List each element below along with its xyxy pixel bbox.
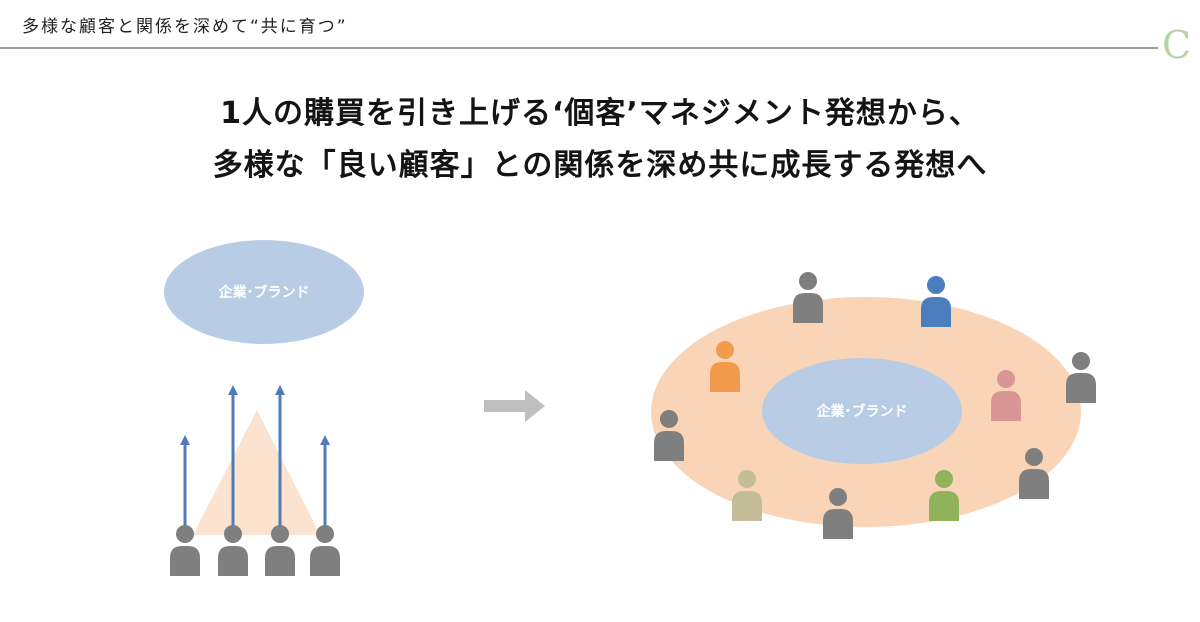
right-customer-person-icon: [921, 276, 951, 327]
person-body: [654, 431, 684, 461]
right-customer-person-icon: [1019, 448, 1049, 499]
growth-arrows: [180, 385, 330, 535]
left-customers: [170, 525, 340, 576]
person-head: [716, 341, 734, 359]
arrowhead: [228, 385, 238, 395]
left-brand-label: 企業･ブランド: [218, 284, 310, 301]
person-body: [218, 546, 248, 576]
growth-triangle: [193, 410, 320, 535]
right-brand-label: 企業･ブランド: [816, 403, 908, 420]
left-customer-person-icon: [310, 525, 340, 576]
right-customer-person-icon: [823, 488, 853, 539]
person-body: [823, 509, 853, 539]
person-head: [176, 525, 194, 543]
person-body: [732, 491, 762, 521]
left-customer-person-icon: [265, 525, 295, 576]
person-head: [271, 525, 289, 543]
person-head: [316, 525, 334, 543]
person-head: [997, 370, 1015, 388]
person-body: [921, 297, 951, 327]
person-body: [793, 293, 823, 323]
person-body: [170, 546, 200, 576]
person-head: [1025, 448, 1043, 466]
person-head: [927, 276, 945, 294]
left-customer-person-icon: [170, 525, 200, 576]
main-title: 1人の購買を引き上げる‘個客’マネジメント発想から、 多様な「良い顧客」との関係…: [0, 88, 1200, 192]
person-body: [991, 391, 1021, 421]
right-customer-person-icon: [929, 470, 959, 521]
left-brand-ellipse: [164, 240, 364, 344]
main-title-line2: 多様な「良い顧客」との関係を深め共に成長する発想へ: [212, 148, 988, 183]
main-title-line1: 1人の購買を引き上げる‘個客’マネジメント発想から、: [220, 96, 980, 131]
right-diagram: 企業･ブランド: [651, 272, 1096, 539]
right-customer-person-icon: [654, 410, 684, 461]
arrowhead: [180, 435, 190, 445]
right-arrow-icon: [484, 390, 545, 422]
person-head: [738, 470, 756, 488]
right-customer-person-icon: [1066, 352, 1096, 403]
arrowhead: [275, 385, 285, 395]
person-head: [660, 410, 678, 428]
header-divider: [0, 47, 1158, 49]
person-head: [799, 272, 817, 290]
right-customer-person-icon: [732, 470, 762, 521]
right-brand-ellipse: [762, 358, 962, 464]
person-head: [1072, 352, 1090, 370]
right-customers: [654, 272, 1096, 539]
person-body: [265, 546, 295, 576]
left-customer-person-icon: [218, 525, 248, 576]
person-body: [1019, 469, 1049, 499]
right-customer-person-icon: [710, 341, 740, 392]
right-customer-person-icon: [793, 272, 823, 323]
person-head: [829, 488, 847, 506]
person-body: [310, 546, 340, 576]
person-head: [935, 470, 953, 488]
arrowhead: [320, 435, 330, 445]
person-head: [224, 525, 242, 543]
right-customer-person-icon: [991, 370, 1021, 421]
logo-mark: C: [1162, 23, 1192, 67]
page-header-title: 多様な顧客と関係を深めて“共に育つ”: [22, 17, 348, 37]
left-diagram: 企業･ブランド: [164, 240, 364, 576]
person-body: [710, 362, 740, 392]
person-body: [1066, 373, 1096, 403]
person-body: [929, 491, 959, 521]
